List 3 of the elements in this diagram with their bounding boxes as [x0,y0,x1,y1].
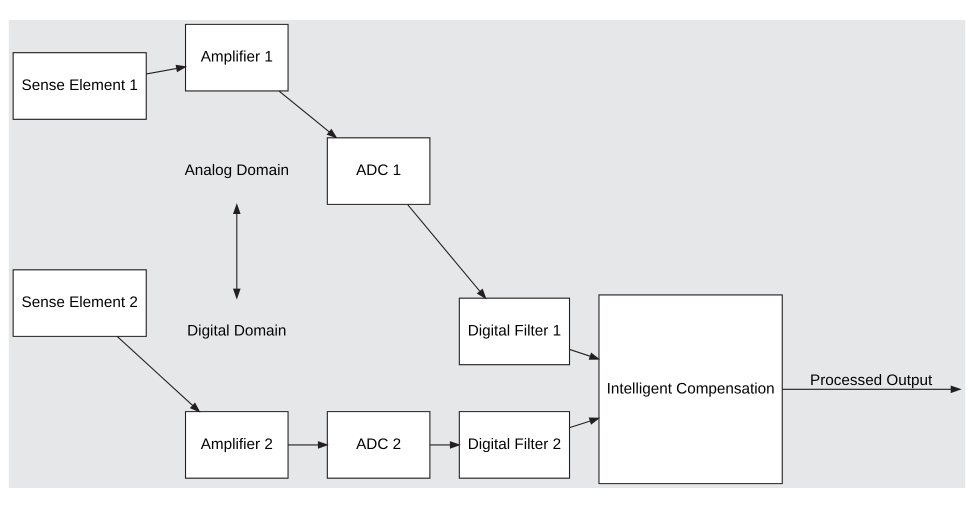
label: Digital Domain [187,322,286,340]
edge-label: Processed Output [810,372,932,390]
label: Analog Domain [184,162,289,180]
